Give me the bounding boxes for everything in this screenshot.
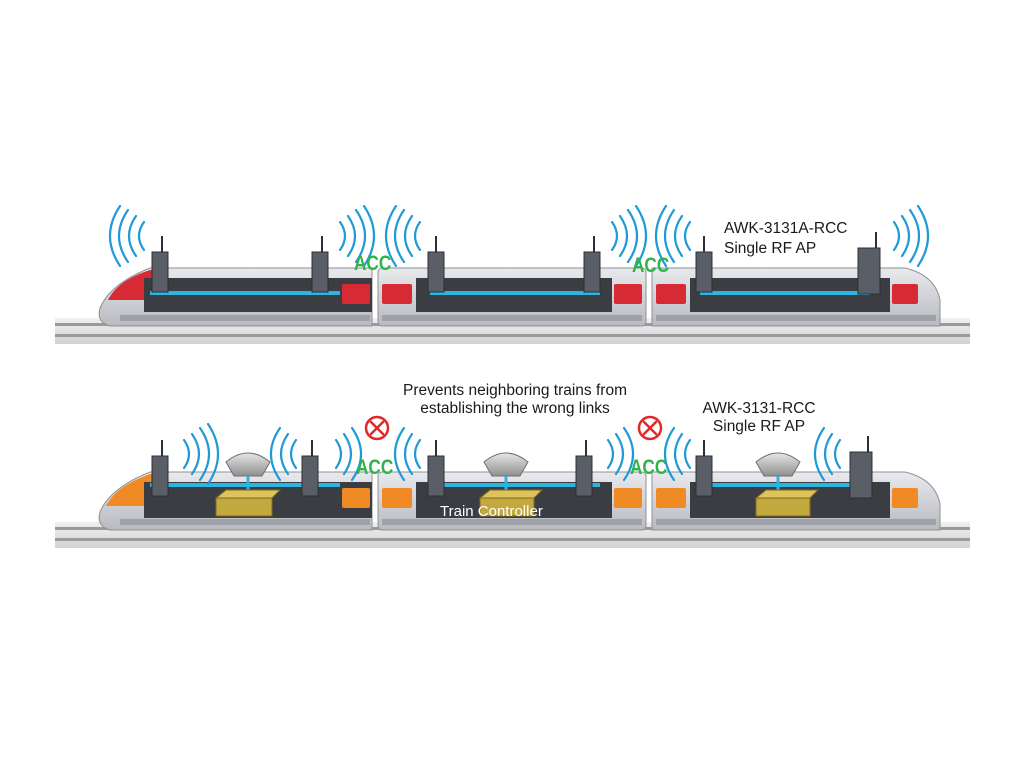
ap-device bbox=[311, 236, 329, 293]
top-wifi-waves bbox=[109, 204, 929, 268]
ap-device bbox=[583, 236, 601, 293]
wifi-icon bbox=[334, 426, 363, 482]
ap-device bbox=[695, 236, 713, 293]
wifi-icon bbox=[813, 426, 842, 482]
ap-device bbox=[695, 440, 713, 497]
bottom-ap-label-line2: Single RF AP bbox=[712, 418, 806, 435]
ap-device bbox=[857, 232, 881, 295]
ap-device bbox=[849, 436, 873, 499]
top-car-1 bbox=[98, 267, 373, 327]
wifi-icon bbox=[393, 426, 422, 482]
wifi-icon bbox=[610, 204, 647, 268]
bottom-wifi-waves bbox=[182, 422, 842, 486]
bottom-note-line1: Prevents neighboring trains from bbox=[402, 382, 627, 399]
controller-box bbox=[214, 489, 282, 517]
wifi-icon bbox=[109, 204, 146, 268]
bottom-ap-devices bbox=[151, 436, 873, 499]
top-train bbox=[55, 204, 970, 344]
ap-device bbox=[427, 236, 445, 293]
bottom-acc-label-2: ACC bbox=[630, 456, 668, 479]
wifi-icon bbox=[385, 204, 422, 268]
controller-box bbox=[754, 489, 820, 517]
ap-device bbox=[427, 440, 445, 497]
ap-device bbox=[151, 440, 169, 497]
top-ap-devices bbox=[151, 232, 881, 295]
top-car-3 bbox=[651, 267, 941, 327]
wifi-icon bbox=[338, 204, 375, 268]
top-acc-label-2: ACC bbox=[632, 254, 670, 277]
ap-device bbox=[301, 440, 319, 497]
train-controller-label: Train Controller bbox=[440, 503, 543, 520]
top-ap-label-line1: AWK-3131A-RCC bbox=[724, 220, 848, 237]
bottom-note-line2: establishing the wrong links bbox=[420, 400, 610, 417]
bottom-ap-label-line1: AWK-3131-RCC bbox=[702, 400, 816, 417]
controller-box bbox=[478, 489, 544, 517]
top-acc-label-1: ACC bbox=[354, 252, 392, 275]
wifi-icon bbox=[182, 422, 219, 486]
ap-device bbox=[575, 440, 593, 497]
bottom-train bbox=[55, 415, 970, 548]
x-circle-icon bbox=[637, 415, 663, 441]
bottom-domes bbox=[225, 452, 801, 496]
antenna-dome bbox=[483, 452, 529, 496]
wifi-icon bbox=[892, 204, 929, 268]
bottom-acc-label-1: ACC bbox=[356, 456, 394, 479]
wifi-icon bbox=[269, 426, 298, 482]
ap-device bbox=[151, 236, 169, 293]
wifi-icon bbox=[606, 426, 635, 482]
x-circle-icon bbox=[364, 415, 390, 441]
wifi-icon bbox=[655, 204, 692, 268]
bottom-controllers bbox=[214, 489, 820, 517]
top-car-2 bbox=[377, 267, 647, 327]
wifi-icon bbox=[663, 426, 692, 482]
top-ap-label-line2: Single RF AP bbox=[724, 240, 817, 257]
